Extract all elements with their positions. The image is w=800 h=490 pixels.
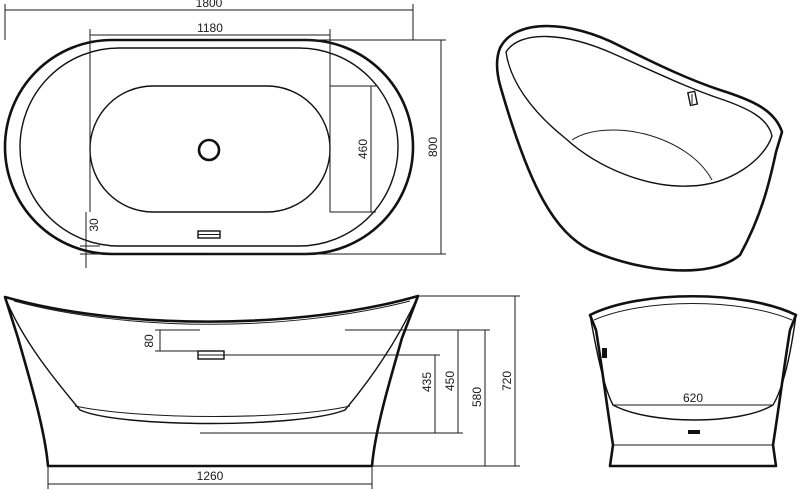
side-view-outline <box>3 294 420 468</box>
perspective-view <box>495 24 784 272</box>
drain-icon <box>197 138 221 162</box>
side-view-rim-line <box>13 300 411 325</box>
end-view: 620 <box>588 295 798 468</box>
perspective-inner-rim <box>505 35 773 187</box>
perspective-overflow-icon <box>686 90 699 107</box>
end-view-outline <box>588 295 798 468</box>
end-view-inner-basin <box>589 314 797 421</box>
dim-800-label: 800 <box>426 137 440 157</box>
dim-30-label: 30 <box>87 218 101 232</box>
dim-435-label: 435 <box>420 372 434 392</box>
dim-620-label: 620 <box>683 391 703 405</box>
dim-1180-label: 1180 <box>197 21 223 35</box>
dim-1260-label: 1260 <box>197 469 224 483</box>
perspective-outer-body <box>495 24 784 272</box>
dim-460-label: 460 <box>356 139 370 159</box>
perspective-basin-floor <box>571 129 713 181</box>
dim-450-label: 450 <box>443 371 457 391</box>
dim-580-label: 580 <box>470 387 484 407</box>
top-view: 1800 1180 460 800 30 <box>3 0 446 268</box>
dim-1800-label: 1800 <box>196 0 223 10</box>
end-view-rim-line <box>593 303 793 321</box>
end-view-overflow-icon <box>602 348 607 358</box>
end-view-drain-icon <box>688 430 700 434</box>
dim-720-label: 720 <box>500 371 514 391</box>
side-view: 80 435 450 580 720 1260 <box>3 294 520 489</box>
side-view-inner-shadow <box>74 405 351 417</box>
top-view-outer-rim <box>3 38 415 256</box>
top-view-basin-floor <box>89 85 331 213</box>
top-view-inner-rim <box>19 47 399 247</box>
side-view-inner-basin <box>4 295 419 425</box>
dim-80-label: 80 <box>142 334 156 348</box>
